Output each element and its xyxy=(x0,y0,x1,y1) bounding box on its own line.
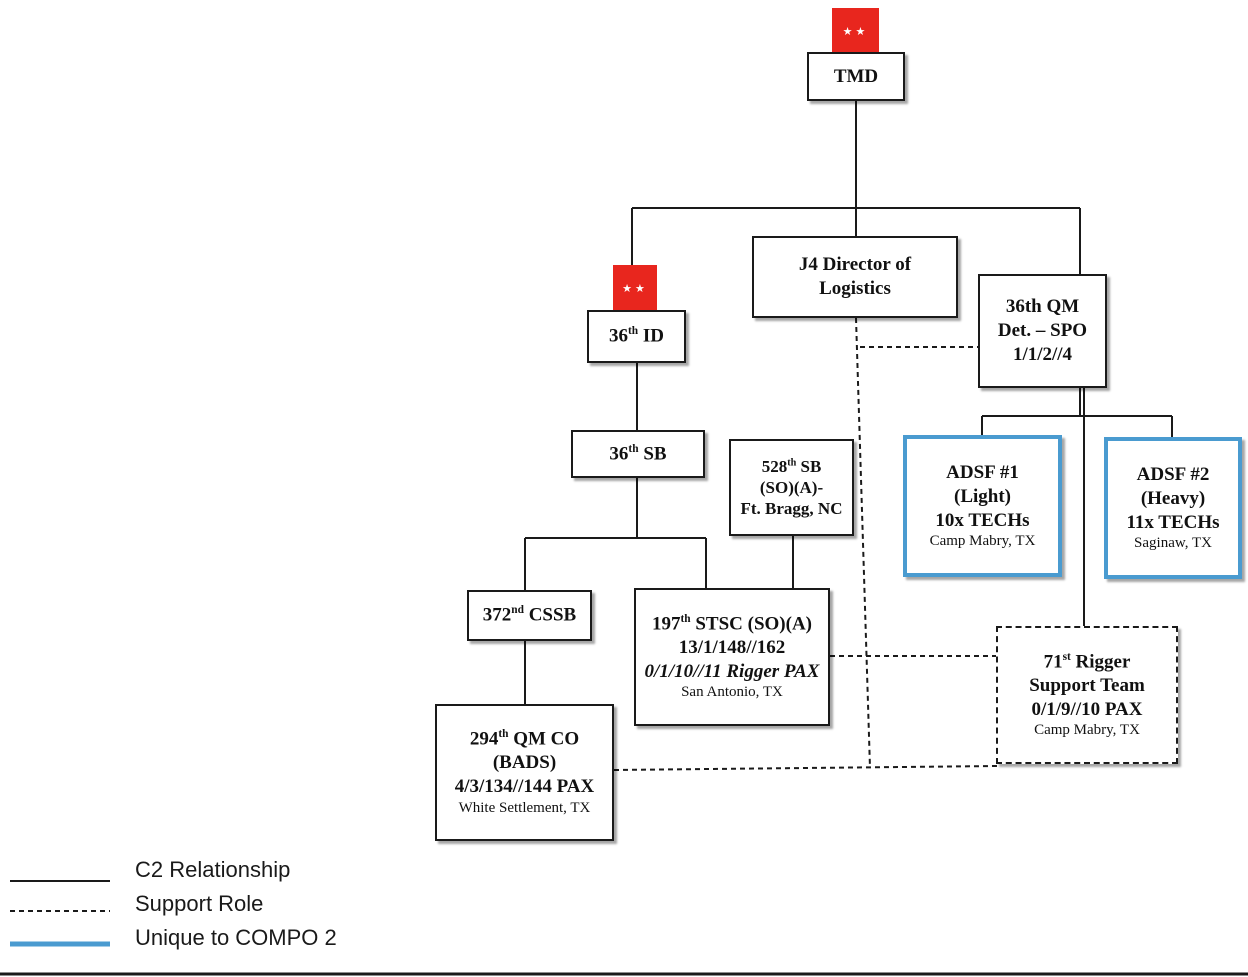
node-j4-line2: Logistics xyxy=(819,278,891,299)
node-adsf-2-location: Saginaw, TX xyxy=(1134,535,1212,552)
node-adsf-1: ADSF #1 (Light) 10x TECHs Camp Mabry, TX xyxy=(903,435,1062,577)
node-294th-qm-location: White Settlement, TX xyxy=(458,799,591,816)
node-528th-sb-line2: (SO)(A)- xyxy=(759,477,824,497)
node-36th-sb: 36th SB xyxy=(571,430,705,478)
node-36th-qm-line2: Det. – SPO xyxy=(997,320,1088,342)
node-528th-sb: 528th SB (SO)(A)- Ft. Bragg, NC xyxy=(729,439,854,536)
node-36th-sb-label: 36th SB xyxy=(609,442,667,465)
node-adsf-2-line3: 11x TECHs xyxy=(1126,511,1220,533)
node-36th-qm-line1: 36th QM xyxy=(1005,296,1080,318)
node-j4-director-of-logistics: J4 Director of Logistics xyxy=(752,236,958,318)
node-71st-rigger-line1: 71st Rigger xyxy=(1043,650,1131,673)
node-372nd-cssb: 372nd CSSB xyxy=(467,590,592,641)
node-adsf-1-location: Camp Mabry, TX xyxy=(929,533,1036,550)
node-372nd-cssb-label: 372nd CSSB xyxy=(482,604,577,626)
node-71st-rigger-location: Camp Mabry, TX xyxy=(1034,722,1140,739)
node-528th-sb-line1: 528th SB xyxy=(761,456,822,476)
two-star-flag-icon: ★★ xyxy=(832,8,879,54)
node-197th-stsc-rigger: 0/1/10//11 Rigger PAX xyxy=(644,660,820,682)
node-tmd-label: TMD xyxy=(833,65,879,87)
two-star-flag-icon: ★★ xyxy=(613,265,657,312)
node-j4-line1: J4 Director of xyxy=(798,254,912,276)
node-197th-stsc-line1: 197th STSC (SO)(A) xyxy=(651,612,813,635)
node-197th-stsc-line2: 13/1/148//162 xyxy=(678,636,786,658)
legend-c2-label: C2 Relationship xyxy=(135,857,291,882)
node-71st-rigger-support-team: 71st Rigger Support Team 0/1/9//10 PAX C… xyxy=(996,626,1178,764)
node-tmd: TMD xyxy=(807,52,905,101)
node-adsf-2: ADSF #2 (Heavy) 11x TECHs Saginaw, TX xyxy=(1104,437,1242,579)
node-197th-stsc-location: San Antonio, TX xyxy=(681,684,783,701)
node-adsf-2-line1: ADSF #2 xyxy=(1136,464,1210,485)
node-71st-rigger-line2: Support Team xyxy=(1029,674,1145,696)
node-adsf-1-line3: 10x TECHs xyxy=(935,509,1030,531)
node-adsf-1-line1: ADSF #1 xyxy=(946,462,1019,483)
node-36th-qm-line3: 1/1/2//4 xyxy=(1012,343,1073,365)
node-36th-id: 36th ID xyxy=(587,310,686,363)
node-294th-qm-line1: 294th QM CO xyxy=(469,728,580,750)
node-adsf-2-line2: (Heavy) xyxy=(1140,487,1206,509)
node-294th-qm-line2: (BADS) xyxy=(492,752,557,774)
node-294th-qm-line3: 4/3/134//144 PAX xyxy=(454,776,595,798)
node-71st-rigger-line3: 0/1/9//10 PAX xyxy=(1031,698,1143,720)
node-294th-qm-co: 294th QM CO (BADS) 4/3/134//144 PAX Whit… xyxy=(435,704,614,841)
legend-compo2-label: Unique to COMPO 2 xyxy=(135,925,337,950)
legend-support-label: Support Role xyxy=(135,891,264,916)
node-197th-stsc: 197th STSC (SO)(A) 13/1/148//162 0/1/10/… xyxy=(634,588,830,726)
node-528th-sb-line3: Ft. Bragg, NC xyxy=(740,499,843,519)
node-36th-qm-det-spo: 36th QM Det. – SPO 1/1/2//4 xyxy=(978,274,1107,388)
node-adsf-1-line2: (Light) xyxy=(954,485,1011,507)
node-36th-id-label: 36th ID xyxy=(608,325,664,347)
